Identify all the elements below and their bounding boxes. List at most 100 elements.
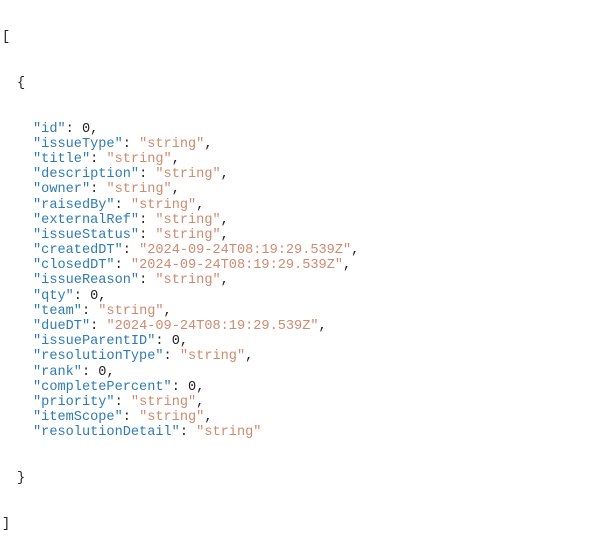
json-value: 0 [171,334,180,350]
json-colon: : [81,303,99,319]
json-colon: : [122,136,140,152]
array-close-bracket: ] [2,516,11,532]
json-key: "priority" [33,394,115,410]
json-value: "string" [139,410,205,426]
object-close-line: } [0,471,601,486]
json-value: "2024-09-24T08:19:29.539Z" [139,243,352,259]
json-field-line: "createdDT": "2024-09-24T08:19:29.539Z", [0,243,601,258]
json-field-line: "issueStatus": "string", [0,228,601,243]
json-key: "itemScope" [33,410,123,426]
array-close-line: ] [0,517,601,532]
json-field-line: "qty": 0, [0,289,601,304]
json-value: 0 [81,121,91,137]
json-field-line: "rank": 0, [0,365,601,380]
json-value: "string" [196,425,262,441]
json-field-line: "closedDT": "2024-09-24T08:19:29.539Z", [0,258,601,273]
json-value: "2024-09-24T08:19:29.539Z" [106,319,319,335]
json-comma: , [196,379,205,395]
json-value: "2024-09-24T08:19:29.539Z" [130,258,344,274]
json-comma: , [220,167,229,183]
json-comma: , [98,288,107,304]
json-comma: , [204,136,213,152]
json-key: "owner" [33,182,91,198]
json-field-line: "dueDT": "2024-09-24T08:19:29.539Z", [0,319,601,334]
json-key: "issueType" [33,136,123,152]
json-value: 0 [98,364,107,380]
json-comma: , [220,212,229,228]
json-value: "string" [130,394,197,410]
json-comma: , [204,410,213,426]
json-key: "dueDT" [33,319,91,335]
json-comma: , [220,273,229,289]
json-key: "resolutionDetail" [33,425,180,441]
json-colon: : [139,227,156,243]
json-field-line: "externalRef": "string", [0,213,601,228]
json-comma: , [220,227,229,243]
json-comma: , [196,197,205,213]
json-colon: : [171,379,189,395]
json-colon: : [114,197,131,213]
json-comma: , [171,151,180,167]
json-key: "team" [33,303,82,319]
json-comma: , [351,243,360,259]
json-value: 0 [90,288,99,304]
json-comma: , [343,258,352,274]
json-comma: , [171,182,180,198]
json-value: "string" [155,212,221,228]
json-key: "issueReason" [33,273,140,289]
json-key: "id" [33,121,66,137]
json-field-line: "itemScope": "string", [0,410,601,425]
json-key: "raisedBy" [33,197,115,213]
json-key: "qty" [33,288,74,304]
json-field-line: "team": "string", [0,304,601,319]
json-field-line: "completePercent": 0, [0,380,601,395]
json-field-line: "title": "string", [0,152,601,167]
json-colon: : [122,243,140,259]
json-comma: , [245,349,254,365]
json-field-line: "resolutionType": "string", [0,349,601,364]
json-key: "rank" [33,364,82,380]
json-value: "string" [155,167,221,183]
object-open-line: { [0,76,601,91]
json-value: "string" [155,273,221,289]
json-comma: , [196,394,205,410]
json-colon: : [114,394,131,410]
json-colon: : [73,288,91,304]
json-colon: : [139,273,156,289]
json-key: "externalRef" [33,212,140,228]
json-value: "string" [130,197,197,213]
json-field-line: "raisedBy": "string", [0,198,601,213]
json-key: "issueStatus" [33,227,140,243]
json-value: "string" [98,303,164,319]
json-key: "issueParentID" [33,334,156,350]
json-field-line: "priority": "string", [0,395,601,410]
json-colon: : [90,182,107,198]
json-comma: , [90,121,99,137]
json-field-line: "description": "string", [0,167,601,182]
json-value: "string" [139,136,205,152]
json-value: "string" [179,349,246,365]
json-field-line: "issueParentID": 0, [0,334,601,349]
object-fields: "id": 0,"issueType": "string","title": "… [0,122,601,441]
json-value: "string" [106,182,172,198]
array-open-bracket: [ [2,30,11,46]
json-comma: , [318,319,327,335]
object-open-brace: { [17,76,26,91]
json-colon: : [139,167,156,183]
json-key: "closedDT" [33,258,115,274]
json-colon: : [179,425,197,441]
json-colon: : [90,151,107,167]
json-field-line: "issueType": "string", [0,137,601,152]
object-close-brace: } [17,470,26,486]
json-colon: : [155,334,172,350]
json-value: "string" [106,151,172,167]
json-colon: : [81,364,99,380]
json-key: "createdDT" [33,243,123,259]
json-value: "string" [155,227,221,243]
json-key: "description" [33,167,140,183]
json-key: "resolutionType" [33,349,164,365]
json-colon: : [163,349,180,365]
json-field-line: "issueReason": "string", [0,273,601,288]
json-comma: , [179,334,189,350]
